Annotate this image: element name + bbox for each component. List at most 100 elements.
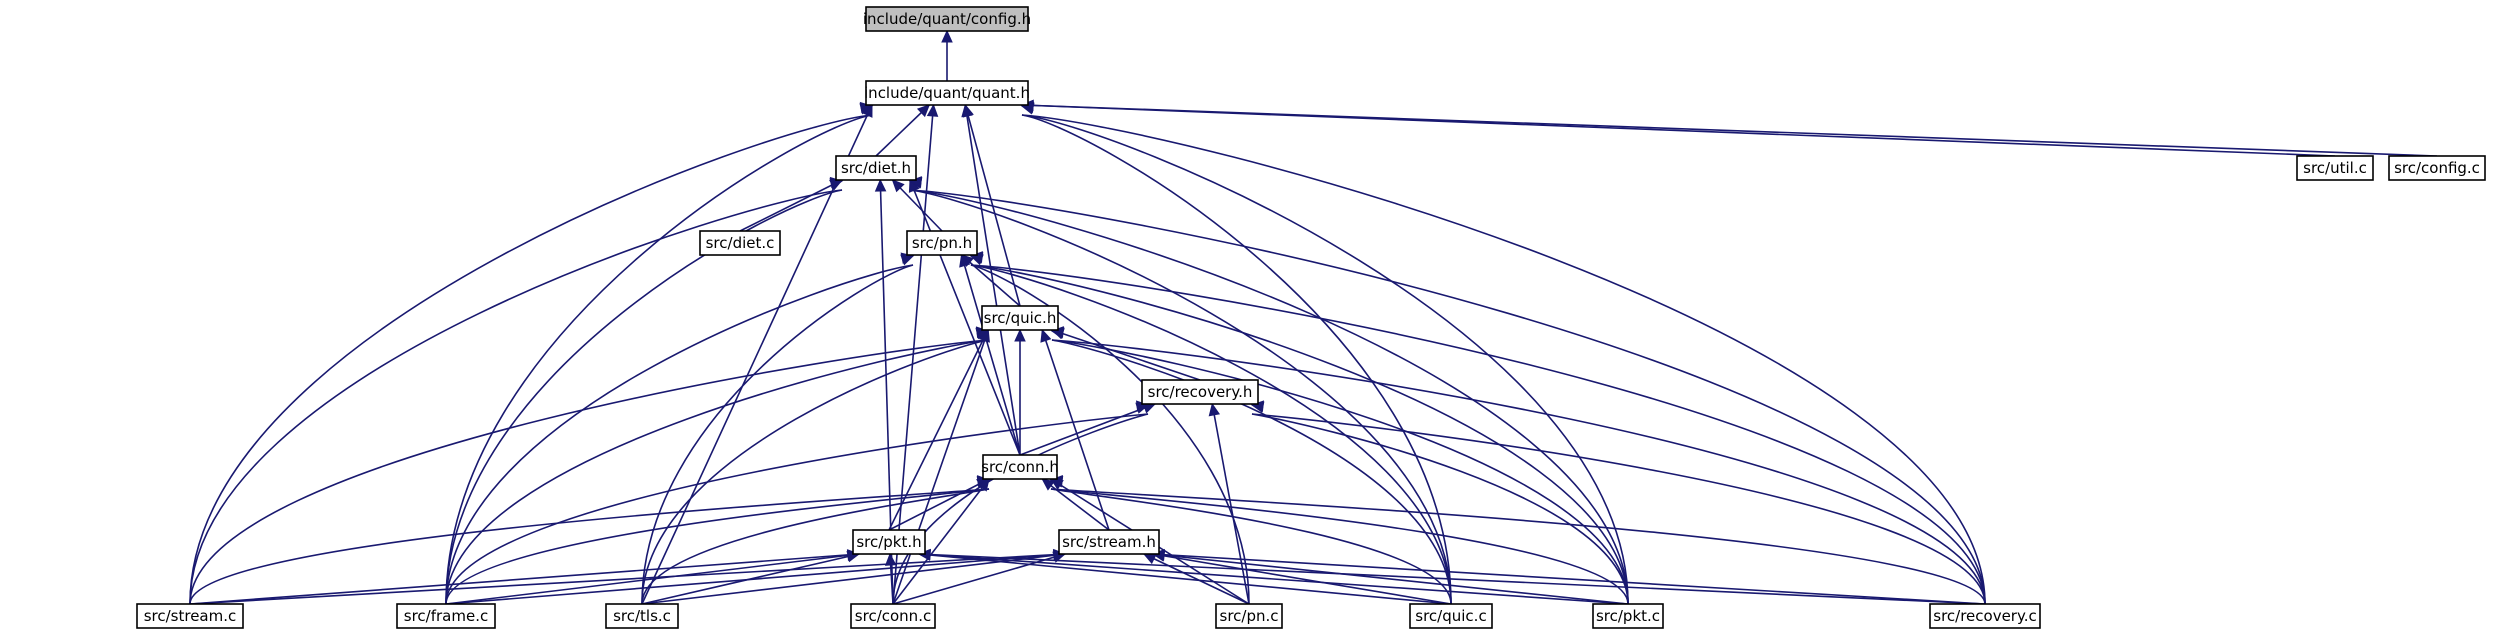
nodes-layer: include/quant/config.h include/quant/quan… — [136, 6, 2486, 629]
node-recovery-h[interactable]: src/recovery.h — [1141, 379, 1259, 405]
node-stream-c[interactable]: src/stream.c — [136, 603, 244, 629]
node-label-diet-c: src/diet.c — [706, 234, 775, 252]
node-box-recovery-h[interactable] — [1141, 379, 1259, 405]
edge-pn_c-to-pn_h — [970, 264, 1250, 605]
node-box-quant-h[interactable] — [865, 80, 1029, 106]
node-box-pkt-h[interactable] — [852, 529, 926, 555]
node-box-recovery-c[interactable] — [1929, 603, 2041, 629]
node-config-c[interactable]: src/config.c — [2388, 155, 2486, 181]
node-pn-h[interactable]: src/pn.h — [906, 230, 978, 256]
edge-recovery_h-to-quic_h — [1051, 329, 1201, 381]
edge-frame_c-to-quant_h — [445, 114, 873, 605]
edge-tls_c-to-stream_h — [641, 553, 1066, 605]
node-box-quic-h[interactable] — [981, 305, 1059, 331]
edge-frame_c-to-pkt_h — [445, 553, 860, 605]
edge-frame_c-to-pn_h — [445, 264, 914, 605]
node-label-quic-c: src/quic.c — [1415, 607, 1486, 625]
node-recovery-c[interactable]: src/recovery.c — [1929, 603, 2041, 629]
edge-pkt_c-to-quic_h — [1051, 339, 1629, 605]
edge-quic_c-to-pkt_h — [918, 553, 1452, 605]
node-box-pkt-c[interactable] — [1592, 603, 1664, 629]
edge-recovery_c-to-diet_h — [909, 189, 1986, 605]
edge-frame_c-to-conn_h — [445, 488, 990, 605]
edge-quic_c-to-stream_h — [1152, 553, 1452, 605]
edge-stream_h-to-quic_h — [1041, 329, 1110, 531]
node-box-stream-h[interactable] — [1058, 529, 1160, 555]
node-box-conn-h[interactable] — [982, 454, 1058, 480]
node-quant-h[interactable]: include/quant/quant.h — [864, 80, 1030, 106]
edge-recovery_c-to-recovery_h — [1251, 413, 1986, 605]
edge-recovery_c-to-conn_h — [1050, 488, 1986, 605]
arrowhead-conn_c-to-quant_h — [926, 103, 939, 117]
node-box-pn-c[interactable] — [1215, 603, 1283, 629]
edge-recovery_c-to-quant_h — [1021, 114, 1986, 605]
edge-recovery_c-to-stream_h — [1152, 553, 1986, 605]
node-quic-h[interactable]: src/quic.h — [981, 305, 1059, 331]
node-box-quic-c[interactable] — [1409, 603, 1493, 629]
edge-conn_h-to-pn_h — [960, 254, 1021, 456]
node-pkt-h[interactable]: src/pkt.h — [852, 529, 926, 555]
node-pkt-c[interactable]: src/pkt.c — [1592, 603, 1664, 629]
node-label-conn-h: src/conn.h — [981, 458, 1059, 476]
node-diet-h[interactable]: src/diet.h — [835, 155, 917, 181]
node-label-frame-c: src/frame.c — [404, 607, 488, 625]
node-conn-h[interactable]: src/conn.h — [981, 454, 1059, 480]
node-box-tls-c[interactable] — [605, 603, 679, 629]
node-frame-c[interactable]: src/frame.c — [396, 603, 496, 629]
node-stream-h[interactable]: src/stream.h — [1058, 529, 1160, 555]
edge-stream_c-to-quic_h — [189, 339, 989, 605]
edge-stream_c-to-pkt_h — [189, 553, 860, 605]
edge-quic_c-to-pn_h — [970, 264, 1452, 605]
node-label-pkt-c: src/pkt.c — [1596, 607, 1660, 625]
edge-tls_c-to-quic_h — [641, 339, 989, 605]
node-box-pn-h[interactable] — [906, 230, 978, 256]
edge-stream_c-to-stream_h — [189, 553, 1066, 605]
edge-stream_c-to-diet_h — [189, 189, 843, 605]
edge-tls_c-to-pn_h — [641, 264, 914, 605]
node-label-quic-h: src/quic.h — [984, 309, 1057, 327]
arrowhead-conn_h-to-quant_h — [961, 103, 973, 118]
edge-pn_c-to-recovery_h — [1211, 403, 1250, 605]
node-quic-c[interactable]: src/quic.c — [1409, 603, 1493, 629]
edge-conn_c-to-stream_h — [892, 553, 1066, 605]
node-diet-c[interactable]: src/diet.c — [699, 230, 781, 256]
node-label-conn-c: src/conn.c — [855, 607, 931, 625]
node-box-config-c[interactable] — [2388, 155, 2486, 181]
node-box-stream-c[interactable] — [136, 603, 244, 629]
node-label-tls-c: src/tls.c — [613, 607, 671, 625]
node-pn-c[interactable]: src/pn.c — [1215, 603, 1283, 629]
arrowhead-conn_c-to-diet_h — [874, 178, 887, 192]
node-conn-c[interactable]: src/conn.c — [850, 603, 936, 629]
node-box-diet-c[interactable] — [699, 230, 781, 256]
edge-pkt_h-to-quic_h — [888, 329, 989, 531]
edge-quic_c-to-quant_h — [1021, 114, 1452, 605]
node-tls-c[interactable]: src/tls.c — [605, 603, 679, 629]
arrowhead-conn_c-to-pkt_h — [884, 552, 897, 566]
edge-pkt_c-to-quant_h — [1021, 114, 1629, 605]
edge-pn_c-to-stream_h — [1143, 553, 1250, 605]
edge-pkt_c-to-conn_h — [1050, 488, 1629, 605]
arrowhead-quant_h-to-config_h — [941, 29, 953, 43]
arrowhead-stream_h-to-quic_h — [1040, 328, 1052, 343]
arrowhead-pn_c-to-recovery_h — [1208, 402, 1221, 417]
edge-diet_h-to-quant_h — [875, 104, 930, 157]
edge-config_c-to-quant_h — [1021, 104, 2438, 157]
edge-frame_c-to-diet_h — [445, 189, 843, 605]
node-label-config-c: src/config.c — [2394, 159, 2480, 177]
edge-recovery_c-to-pkt_h — [918, 553, 1986, 605]
node-box-util-c[interactable] — [2296, 155, 2374, 181]
edge-pkt_c-to-diet_h — [909, 189, 1629, 605]
node-box-diet-h[interactable] — [835, 155, 917, 181]
node-config-h[interactable]: include/quant/config.h — [863, 6, 1031, 32]
edge-conn_c-to-conn_h — [892, 478, 990, 605]
edge-recovery_c-to-quic_h — [1051, 339, 1986, 605]
edge-conn_h-to-recovery_h — [1019, 403, 1156, 456]
node-box-frame-c[interactable] — [396, 603, 496, 629]
node-util-c[interactable]: src/util.c — [2296, 155, 2374, 181]
edge-pn_h-to-diet_h — [891, 179, 943, 232]
node-box-config-h[interactable] — [865, 6, 1029, 32]
node-label-config-h: include/quant/config.h — [863, 10, 1031, 28]
node-box-conn-c[interactable] — [850, 603, 936, 629]
node-label-quant-h: include/quant/quant.h — [864, 84, 1030, 102]
